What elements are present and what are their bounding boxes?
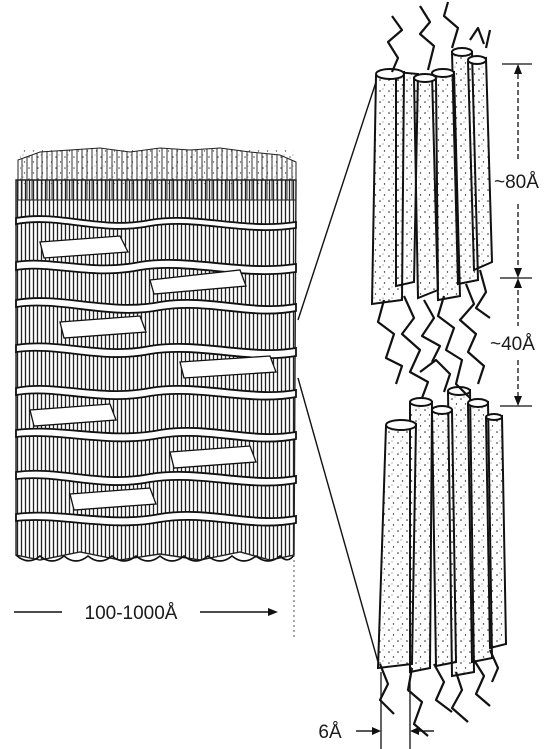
lamellar-block	[16, 148, 296, 561]
upper-stem-group	[372, 48, 492, 304]
block-width-dimension: 100-1000Å	[14, 603, 278, 624]
chain-stems	[372, 2, 506, 736]
block-width-label: 100-1000Å	[85, 603, 178, 624]
chain-width-dimension: 6Å	[318, 672, 434, 749]
amorphous-thickness-label: ~40Å	[490, 334, 535, 355]
chain-width-label: 6Å	[318, 722, 342, 743]
lower-stem-group	[378, 387, 506, 676]
magnification-leaders	[298, 82, 378, 662]
crystal-thickness-label: ~80Å	[494, 172, 539, 193]
